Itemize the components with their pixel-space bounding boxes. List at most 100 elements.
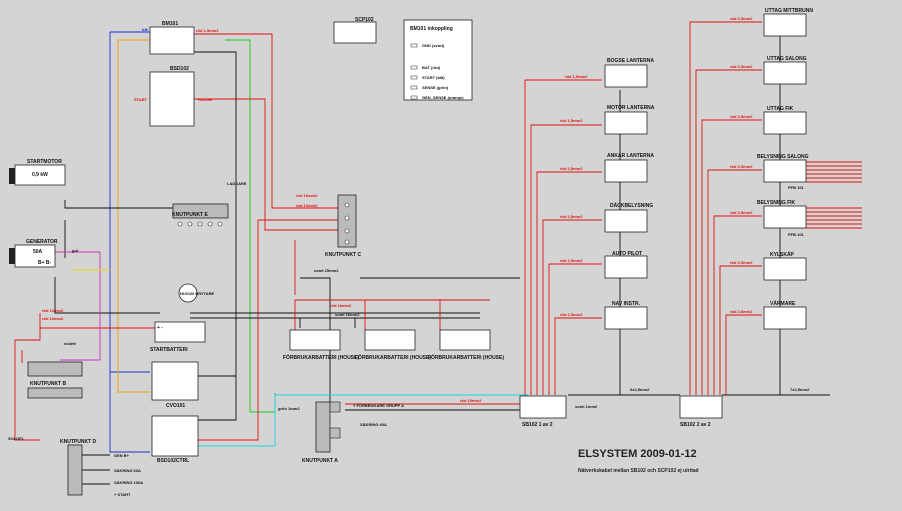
wire-label: röd 10mm2 — [42, 316, 64, 321]
wire-label: röd 2,5mm2 — [560, 214, 583, 219]
consumer-box — [604, 111, 648, 135]
fuse-100-label: SÄKRING 100A — [114, 480, 143, 485]
wire-label: röd 2,5mm2 — [730, 16, 753, 21]
node-b: KNUTPUNKT B SOLDEL — [8, 361, 83, 441]
node-e-label: KNUTPUNKT E — [172, 212, 208, 218]
sb102-1-label: SB102 1 av 2 — [522, 422, 553, 428]
consumer-box — [604, 255, 648, 279]
consumer-box — [763, 257, 807, 281]
consumer-box — [763, 111, 807, 135]
house-battery — [364, 329, 416, 351]
house-battery-label: FÖRBRUKARBATTERI (HOUSE) — [428, 354, 504, 361]
consumers-left: BOGSE LANTERNA MOTOR LANTERNA ANKAR LANT… — [604, 58, 655, 330]
sb102-2: SB102 2 av 2 7x2,5mm2 — [679, 387, 810, 428]
legend-title: BM101 inkoppling — [410, 26, 453, 32]
bm101-box — [149, 26, 195, 55]
node-c-bar — [337, 194, 357, 248]
device-bm101: BM101 — [149, 21, 195, 55]
house-battery — [289, 329, 341, 351]
node-a: KNUTPUNKT A + FÖRBRUKARE GRUPP A SÄKRING… — [302, 401, 404, 464]
wire-label: grön 1mm2 — [278, 406, 300, 411]
wire-label: röd 16mm2 — [42, 308, 64, 313]
consumer-label: AUTO PILOT — [612, 251, 642, 257]
page-title: ELSYSTEM 2009-01-12 — [578, 448, 697, 460]
generator-label: GENERATOR — [26, 239, 58, 245]
title-block: ELSYSTEM 2009-01-12 Nätverkskabel mellan… — [578, 448, 699, 474]
bsd102-label: BSD102 — [170, 66, 189, 72]
node-b-bar-lower — [27, 387, 83, 399]
startbatteri-box — [154, 321, 206, 343]
wire-label: röd 2,5mm2 — [730, 164, 753, 169]
sb102-2-label: SB102 2 av 2 — [680, 422, 711, 428]
legend-swatch — [410, 75, 418, 80]
node-e-bar — [172, 203, 229, 219]
solpanel-label: SOLDEL — [8, 436, 25, 441]
huvudbrytare-label: HUVUD BRYTARE — [180, 291, 215, 296]
consumer-label: UTTAG SALONG — [767, 56, 807, 62]
legend-item: GND (svart) — [422, 43, 445, 48]
cvo101-label: CVO101 — [166, 403, 185, 409]
generator-value: 50A — [33, 249, 43, 255]
consumer-box — [763, 13, 807, 37]
device-bsd102: BSD102 START HOUSE — [134, 66, 213, 127]
wire-label: svart 16mm2 — [335, 312, 360, 317]
consumer-box — [763, 159, 807, 183]
bm101-label: BM101 — [162, 21, 178, 27]
generator-shaft — [9, 248, 15, 264]
huvudbrytare-switch — [178, 283, 198, 303]
wire-label: röd 2,5mm2 — [560, 258, 583, 263]
wire-label: gul — [72, 248, 78, 253]
consumer-label: UTTAG MITTBRUNN — [765, 8, 813, 14]
legend-item: GEN_SENSE (orange) — [422, 95, 464, 100]
startmotor-label: STARTMOTOR — [27, 159, 62, 165]
sb102-1-box — [519, 395, 567, 419]
house-battery — [439, 329, 491, 351]
consumer-label: MOTOR LANTERNA — [607, 105, 655, 111]
legend-swatch — [410, 65, 418, 70]
sb102-1: SB102 1 av 2 6x2,5mm2 — [519, 387, 650, 428]
wire-label: violett — [64, 341, 76, 346]
device-cvo101: CVO101 — [151, 361, 199, 409]
generator-terminals: B+ B- — [38, 260, 52, 266]
node-d: KNUTPUNKT D GEN B+ SÄKRING 60A SÄKRING 1… — [60, 439, 143, 497]
consumer-label: BOGSE LANTERNA — [607, 58, 654, 64]
bsd102ctrl-box — [151, 415, 199, 457]
wire-label: röd 1,5mm2 — [565, 74, 588, 79]
wire-label: röd 2,5mm2 — [730, 64, 753, 69]
node-c-label: KNUTPUNKT C — [325, 252, 361, 258]
fuse-60-label: SÄKRING 60A — [114, 468, 141, 473]
plus-start-label: + START — [114, 492, 131, 497]
house-batteries: FÖRBRUKARBATTERI (HOUSE) FÖRBRUKARBATTER… — [283, 329, 504, 361]
legend-swatch — [410, 95, 418, 100]
legend-item: SENSE (grön) — [422, 85, 449, 90]
fuse-40-label: SÄKRING 40A — [360, 422, 387, 427]
legend-swatch — [410, 85, 418, 90]
node-a-bar — [315, 401, 331, 453]
gen-label: GEN B+ — [114, 453, 130, 458]
consumer-label: KYLSKÅP — [770, 251, 795, 258]
wire-label: röd 1,5mm2 — [560, 118, 583, 123]
consumer-label: ANKAR LANTERNA — [607, 153, 654, 159]
startbatteri-label: STARTBATTERI — [150, 347, 188, 353]
wire-label: röd 2,5mm2 — [730, 309, 753, 314]
node-b-bar — [27, 361, 83, 377]
device-scp102: SCP102 — [333, 17, 377, 44]
consumer-label: NAV INSTR. — [612, 301, 641, 307]
wire-label: röd 16mm2 — [330, 303, 352, 308]
device-huvudbrytare: HUVUD BRYTARE — [178, 283, 215, 303]
house-battery-label: FÖRBRUKARBATTERI (HOUSE) — [355, 354, 431, 361]
feed-a-label: + FÖRBRUKARE GRUPP A — [353, 403, 404, 408]
consumer-box — [604, 64, 648, 88]
device-generator: GENERATOR 50A B+ B- — [9, 239, 58, 268]
node-d-label: KNUTPUNKT D — [60, 439, 96, 445]
bsd102-box — [149, 71, 195, 127]
device-startbatteri: + - STARTBATTERI — [150, 321, 206, 353]
bus-1-label: 6x2,5mm2 — [630, 387, 650, 392]
bsd102ctrl-label: BSD102CTRL — [157, 458, 189, 464]
legend-item: START (blå) — [422, 75, 445, 80]
cvo101-box — [151, 361, 199, 401]
wire-label: röd 2,5mm2 — [730, 260, 753, 265]
wire-label: röd 2,5mm2 — [730, 114, 753, 119]
wire-label: röd 16mm2 — [296, 193, 318, 198]
